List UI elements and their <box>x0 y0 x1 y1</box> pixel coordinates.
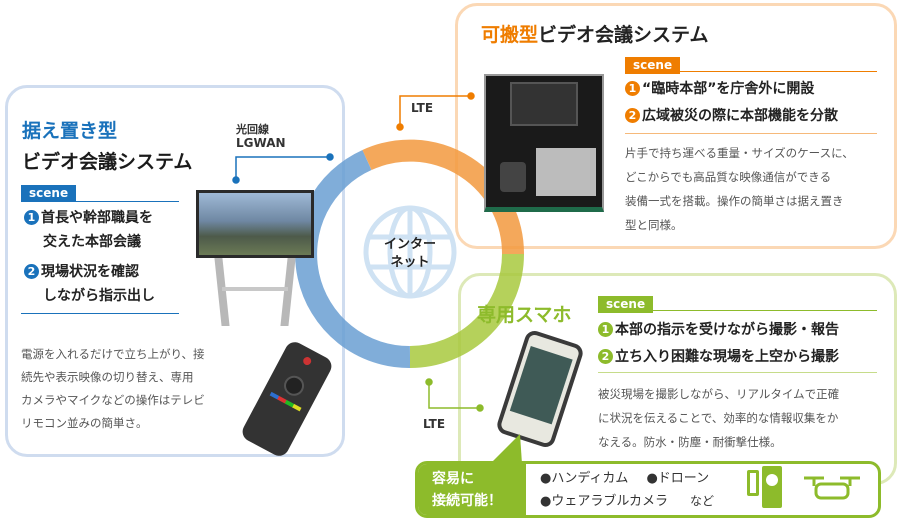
ring-blue-segment <box>295 149 411 369</box>
stationary-description: 電源を入れるだけで立ち上がり、接続先や表示映像の切り替え、専用カメラやマイクなど… <box>21 347 205 430</box>
portable-title: 可搬型ビデオ会議システム <box>481 24 709 46</box>
divider <box>625 133 877 134</box>
lte-top-connector <box>396 92 475 131</box>
globe-icon <box>363 205 457 299</box>
handycam-icon <box>747 470 759 496</box>
device-list: ●ハンディカム●ドローン ●ウェアラブルカメラなど <box>540 471 714 509</box>
device-drone: ●ドローン <box>646 471 710 486</box>
divider <box>598 372 877 373</box>
lte-bottom-label: LTE <box>423 417 446 431</box>
connect-label: 容易に接続可能！ <box>418 464 526 515</box>
divider <box>625 71 877 72</box>
portable-description: 片手で持ち運べる重量・サイズのケースに、どこからでも高品質な映像通信ができる装備… <box>625 146 854 232</box>
scene-badge: scene <box>598 296 654 313</box>
lgwan-connector <box>232 153 334 184</box>
fiber-label: 光回線 <box>236 123 269 136</box>
divider <box>598 310 877 311</box>
ring-green-segment <box>409 253 524 368</box>
drone-icon <box>804 476 860 500</box>
compatible-devices-bar: 容易に接続可能！ ●ハンディカム●ドローン ●ウェアラブルカメラなど <box>415 461 881 518</box>
scene-badge: scene <box>21 185 77 202</box>
device-wearable: ●ウェアラブルカメラ <box>540 494 668 509</box>
portable-case-photo <box>484 74 604 212</box>
divider <box>21 313 179 314</box>
lte-top-label: LTE <box>411 101 434 115</box>
stand-bar <box>222 287 288 291</box>
device-handycam: ●ハンディカム <box>540 471 629 486</box>
internet-label: インターネット <box>383 237 436 270</box>
smartphone-description: 被災現場を撮影しながら、リアルタイムで正確に状況を伝えることで、効率的な情報収集… <box>598 387 840 449</box>
divider <box>21 201 179 202</box>
stationary-title-accent: 据え置き型 <box>22 120 118 142</box>
portable-point-1: 1“臨時本部”を庁舎外に開設 <box>625 76 838 103</box>
ring-orange-segment <box>362 139 525 255</box>
smartphone-title: 専用スマホ <box>477 304 572 326</box>
handycam-body-icon <box>762 466 782 508</box>
stationary-title: ビデオ会議システム <box>22 151 193 173</box>
lte-bottom-connector <box>425 378 484 412</box>
lgwan-label: LGWAN <box>236 136 286 150</box>
display-stand-photo <box>196 190 314 258</box>
scene-badge: scene <box>625 57 681 74</box>
